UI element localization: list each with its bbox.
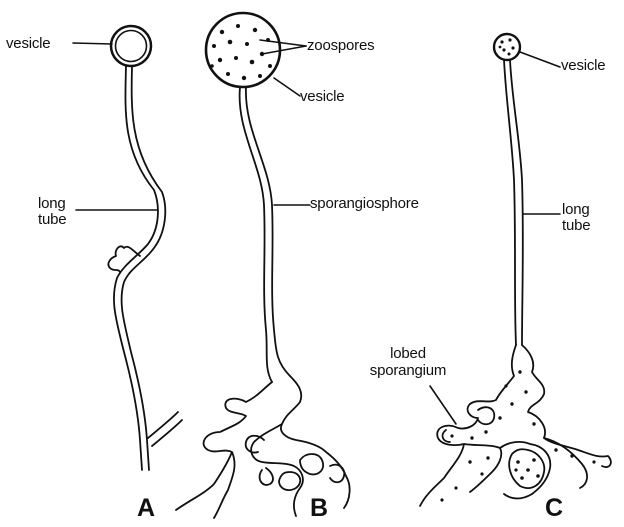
lobe-b-3	[300, 454, 323, 474]
panel-label-a: A	[137, 496, 155, 521]
sporangium-c-dots	[440, 370, 595, 501]
lobe-c-1	[509, 449, 544, 488]
lobed-base-b-right	[251, 376, 349, 516]
panel-label-b: B	[310, 496, 328, 521]
leader-a-vesicle	[73, 43, 112, 44]
lobe-b-2	[279, 472, 300, 490]
label-c-long-tube: long tube	[562, 202, 590, 234]
vesicle-a-inner	[116, 31, 147, 62]
long-tube-a-left	[114, 66, 158, 470]
lobe-b-4	[246, 436, 264, 453]
leader-c-lobed-sporangium	[430, 386, 456, 424]
vesicle-c-dots	[499, 38, 515, 55]
leader-b-zoospores-2	[262, 46, 306, 54]
leader-b-zoospores-1	[260, 40, 306, 46]
lobe-b-1	[260, 468, 273, 485]
sporangiosphore-b-right	[246, 87, 290, 376]
lobe-c-3	[443, 430, 450, 442]
label-b-vesicle: vesicle	[300, 89, 344, 104]
label-b-zoospores: zoospores	[307, 38, 374, 53]
label-c-lobed-sporangium: lobed sporangium	[356, 345, 460, 379]
label-b-sporangiosphore: sporangiosphore	[310, 196, 419, 211]
organism-c	[420, 34, 611, 506]
label-a-vesicle: vesicle	[6, 36, 50, 51]
label-c-vesicle: vesicle	[561, 58, 605, 73]
leader-c-vesicle	[520, 52, 560, 67]
zoospore-dots-b	[210, 24, 272, 80]
lobe-b-5	[330, 465, 344, 483]
leader-b-vesicle	[274, 78, 300, 96]
lower-branch-a	[148, 412, 182, 446]
sporangiosphore-b-left	[240, 87, 272, 382]
label-a-long-tube: long tube	[38, 196, 66, 228]
vesicle-b	[206, 13, 280, 87]
panel-label-c: C	[545, 496, 563, 521]
lobe-c-2	[478, 407, 494, 424]
long-tube-c-right	[510, 60, 523, 345]
vesicle-c	[494, 34, 520, 60]
vesicle-a-outer	[111, 26, 151, 66]
organism-a	[108, 26, 182, 470]
lobed-base-b	[176, 382, 272, 518]
